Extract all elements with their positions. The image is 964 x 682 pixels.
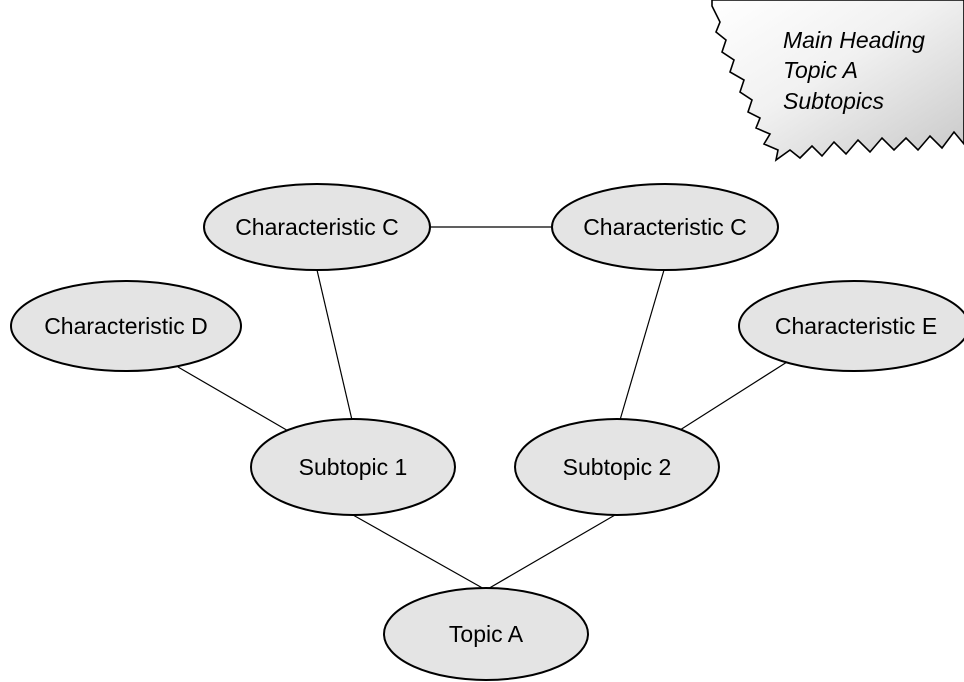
node-label: Characteristic C bbox=[583, 214, 747, 240]
edge-subtopic-2-to-topic-a bbox=[485, 514, 616, 591]
node-label: Subtopic 1 bbox=[299, 454, 408, 480]
node-label: Subtopic 2 bbox=[563, 454, 672, 480]
torn-paper-shape bbox=[711, 0, 964, 162]
note-line-topic: Topic A bbox=[783, 57, 858, 83]
torn-paper-note: Main Heading Topic A Subtopics bbox=[711, 0, 964, 162]
edge-charc-right-to-subtopic-2 bbox=[619, 269, 665, 421]
node-topic-a: Topic A bbox=[383, 587, 589, 681]
edge-subtopic-1-to-topic-a bbox=[352, 514, 487, 591]
node-subtopic-1: Subtopic 1 bbox=[250, 418, 456, 516]
node-characteristic-d: Characteristic D bbox=[10, 280, 242, 372]
note-line-subtopics: Subtopics bbox=[783, 88, 885, 114]
note-line-main-heading: Main Heading bbox=[783, 27, 925, 53]
edges bbox=[177, 226, 788, 591]
node-label: Topic A bbox=[449, 621, 524, 647]
node-characteristic-c-right: Characteristic C bbox=[551, 183, 779, 271]
node-label: Characteristic E bbox=[775, 313, 937, 339]
node-subtopic-2: Subtopic 2 bbox=[514, 418, 720, 516]
node-label: Characteristic D bbox=[44, 313, 208, 339]
edge-chard-to-subtopic-1 bbox=[177, 366, 291, 433]
node-characteristic-c-left: Characteristic C bbox=[203, 183, 431, 271]
edge-charc-left-to-subtopic-1 bbox=[316, 269, 353, 421]
node-characteristic-e: Characteristic E bbox=[738, 280, 964, 372]
edge-chare-to-subtopic-2 bbox=[679, 361, 788, 431]
node-label: Characteristic C bbox=[235, 214, 399, 240]
